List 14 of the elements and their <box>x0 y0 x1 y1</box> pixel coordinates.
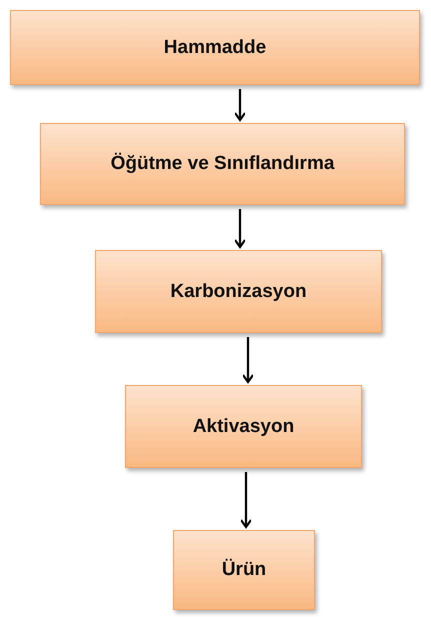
arrow <box>234 89 246 122</box>
step-label: Öğütme ve Sınıflandırma <box>110 153 334 175</box>
process-box <box>40 123 405 205</box>
arrow <box>234 209 246 248</box>
step-label: Hammadde <box>164 36 266 58</box>
process-box <box>125 385 362 468</box>
process-box <box>95 250 382 333</box>
arrow <box>242 337 254 384</box>
step-label: Aktivasyon <box>192 416 294 438</box>
step-label: Ürün <box>222 559 266 581</box>
process-box <box>173 530 315 610</box>
arrow <box>240 472 252 528</box>
step-label: Karbonizasyon <box>170 280 307 302</box>
process-box <box>10 10 420 85</box>
